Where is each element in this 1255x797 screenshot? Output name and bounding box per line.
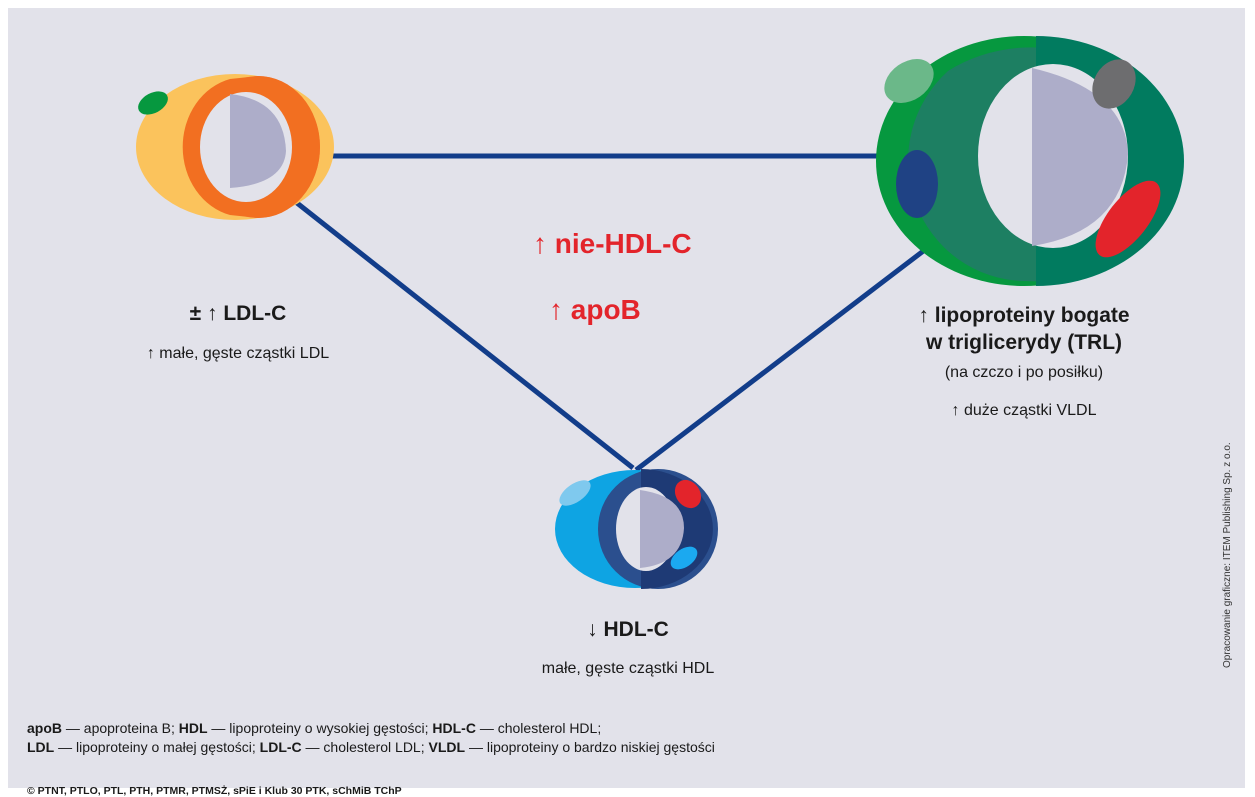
trl-detail-fasting: (na czczo i po posiłku) xyxy=(944,364,1104,381)
hdl-particle xyxy=(555,469,718,589)
lipoprotein-triangle-diagram xyxy=(136,36,1184,589)
ldl-c-heading: ± ↑ LDL-C xyxy=(189,302,287,325)
arrow-up-icon: ↑ xyxy=(533,228,547,259)
ldl-detail: ↑ małe, gęste cząstki LDL xyxy=(146,345,330,362)
arrow-up-icon: ↑ xyxy=(918,304,929,327)
graphic-credit: Opracowanie graficzne: ITEM Publishing S… xyxy=(1222,442,1233,668)
hdl-c-heading: ↓ HDL-C xyxy=(587,618,669,641)
nie-hdl-c-label: ↑ nie-HDL-C xyxy=(533,228,692,259)
connector-ldl-hdl xyxy=(276,186,635,470)
arrow-up-icon: ↑ xyxy=(549,294,563,325)
legend-line-2: LDL — lipoproteiny o małej gęstości; LDL… xyxy=(27,739,715,755)
copyright-note: © PTNT, PTLO, PTL, PTH, PTMR, PTMSŻ, sPi… xyxy=(27,785,402,797)
diagram-panel: ↑ nie-HDL-C ↑ apoB ± ↑ LDL-C ↑ małe, gęs… xyxy=(8,8,1245,797)
legend-line-1: apoB — apoproteina B; HDL — lipoproteiny… xyxy=(27,720,602,736)
arrow-up-icon: ↑ xyxy=(146,345,155,362)
connector-trl-hdl xyxy=(634,234,945,472)
trl-particle xyxy=(876,36,1184,286)
ldl-particle xyxy=(136,74,334,220)
apob-label: ↑ apoB xyxy=(549,294,641,325)
trl-detail-vldl: ↑ duże cząstki VLDL xyxy=(951,402,1097,419)
plus-minus-arrow-icon: ± ↑ xyxy=(189,302,218,325)
trl-heading: ↑ lipoproteiny bogate w triglicerydy (TR… xyxy=(918,304,1130,354)
connector-lines xyxy=(276,153,945,472)
arrow-up-icon: ↑ xyxy=(951,402,960,419)
hdl-detail: małe, gęste cząstki HDL xyxy=(541,660,715,677)
abbreviations-legend: apoB — apoproteina B; HDL — lipoproteiny… xyxy=(27,719,715,757)
arrow-down-icon: ↓ xyxy=(587,618,598,641)
